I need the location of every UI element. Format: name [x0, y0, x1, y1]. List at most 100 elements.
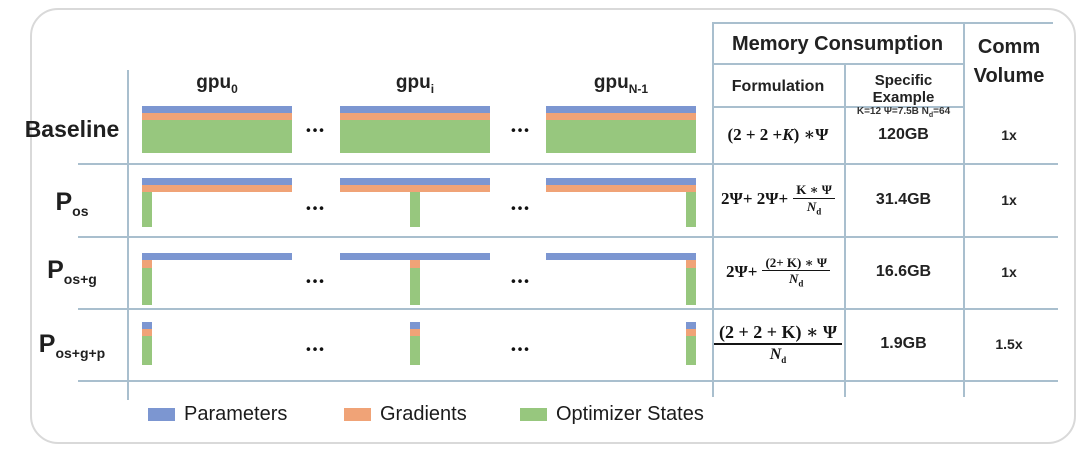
parameters-stripe: [340, 178, 490, 185]
parameters-shard: [410, 322, 420, 329]
specific-example-subtitle: K=12 Ψ=7.5B Nd=64: [856, 106, 951, 119]
posgp-gpun1-bar: [546, 322, 696, 365]
ellipsis: •••: [511, 341, 531, 357]
diagram-axis-line: [127, 70, 129, 400]
gradients-stripe: [142, 185, 292, 192]
row-label-pos-sub: os: [72, 203, 89, 219]
optimizer-block: [142, 120, 292, 153]
comm-posg: 1x: [1001, 264, 1017, 280]
shard-stack: [410, 322, 420, 365]
parameters-stripe: [142, 253, 292, 260]
row-separator-1: [78, 163, 1058, 165]
optimizer-shard: [142, 336, 152, 365]
table-top-border: [712, 22, 1053, 24]
parameters-stripe: [546, 106, 696, 113]
ellipsis: •••: [306, 341, 326, 357]
optimizer-block: [340, 120, 490, 153]
optimizer-shard: [142, 192, 152, 227]
table-header-border: [712, 63, 963, 65]
parameters-stripe: [142, 178, 292, 185]
gpun1-header-sub: N-1: [628, 81, 649, 96]
row-label-posgp: Pos+g+p: [18, 330, 126, 361]
baseline-gpun1-bar: [546, 106, 696, 153]
row-separator-4: [78, 380, 1058, 382]
row-label-posg: Pos+g: [18, 256, 126, 287]
parameters-stripe: [546, 178, 696, 185]
gpu0-header-sub: 0: [231, 81, 238, 96]
shard-stack: [410, 260, 420, 305]
comm-posgp: 1.5x: [995, 336, 1023, 352]
posgp-gpu0-bar: [142, 322, 292, 365]
table-col-divider-2: [963, 22, 965, 397]
baseline-gpu0-bar: [142, 106, 292, 153]
figure-card: [30, 8, 1076, 444]
specific-example-title: Specific Example: [872, 72, 935, 106]
gradients-shard: [410, 260, 420, 268]
legend-item-gradients: Gradients: [344, 403, 467, 426]
table-subheader-border: [712, 106, 963, 108]
optimizer-shard: [410, 268, 420, 305]
gradients-shard: [142, 260, 152, 268]
shard-stack: [142, 260, 152, 305]
row-label-baseline-text: Baseline: [24, 116, 120, 142]
optimizer-shard: [410, 192, 420, 227]
gpu0-header-text: gpu: [196, 72, 232, 93]
posg-gpui-bar: [340, 253, 490, 305]
ellipsis: •••: [306, 122, 326, 138]
row-separator-2: [78, 236, 1058, 238]
specific-example-header: Specific Example K=12 Ψ=7.5B Nd=64: [844, 72, 963, 119]
optimizer-shard: [142, 268, 152, 305]
example-posgp: 1.9GB: [880, 335, 927, 352]
row-label-posg-text: P: [47, 256, 64, 284]
ellipsis: •••: [511, 200, 531, 216]
optimizer-shard: [410, 336, 420, 365]
comm-baseline: 1x: [1001, 126, 1017, 143]
table-left-border: [712, 22, 714, 397]
pos-gpu0-bar: [142, 178, 292, 227]
posg-gpu0-bar: [142, 253, 292, 305]
gradients-stripe: [546, 113, 696, 120]
parameters-stripe: [340, 253, 490, 260]
shard-stack: [142, 322, 152, 365]
shard-stack: [686, 260, 696, 305]
row-separator-3: [78, 308, 1058, 310]
formula-baseline: (2 + 2 + K) ∗ Ψ: [727, 124, 829, 144]
parameters-shard: [142, 322, 152, 329]
gradients-shard: [410, 329, 420, 336]
example-pos: 31.4GB: [875, 190, 932, 208]
parameters-stripe: [546, 253, 696, 260]
posgp-gpui-bar: [340, 322, 490, 365]
gradients-shard: [142, 329, 152, 336]
comm-pos: 1x: [1001, 191, 1017, 208]
gpu0-header: gpu0: [142, 72, 292, 96]
ellipsis: •••: [306, 273, 326, 289]
gpui-header-sub: i: [430, 81, 435, 96]
formulation-header: Formulation: [731, 78, 825, 95]
optimizer-states-swatch: [520, 408, 547, 421]
shard-stack: [686, 322, 696, 365]
row-label-pos: Pos: [18, 188, 126, 219]
legend-label-gradients: Gradients: [380, 403, 467, 425]
baseline-gpui-bar: [340, 106, 490, 153]
optimizer-block: [546, 120, 696, 153]
gpun1-header-text: gpu: [593, 72, 629, 93]
pos-gpui-bar: [340, 178, 490, 227]
legend-item-optimizer-states: Optimizer States: [520, 403, 704, 426]
gradients-shard: [686, 329, 696, 336]
row-label-baseline: Baseline: [18, 116, 126, 143]
optimizer-shard: [686, 192, 696, 227]
legend-label-parameters: Parameters: [184, 403, 288, 425]
legend-label-optimizer-states: Optimizer States: [556, 403, 704, 425]
row-label-posgp-text: P: [38, 330, 56, 358]
gradients-swatch: [344, 408, 371, 421]
optimizer-shard: [686, 268, 696, 305]
legend-item-parameters: Parameters: [148, 403, 287, 426]
example-baseline: 120GB: [878, 125, 929, 143]
pos-gpun1-bar: [546, 178, 696, 227]
table-col-divider-1: [844, 63, 846, 397]
posg-gpun1-bar: [546, 253, 696, 305]
memory-consumption-header: Memory Consumption: [731, 33, 944, 55]
